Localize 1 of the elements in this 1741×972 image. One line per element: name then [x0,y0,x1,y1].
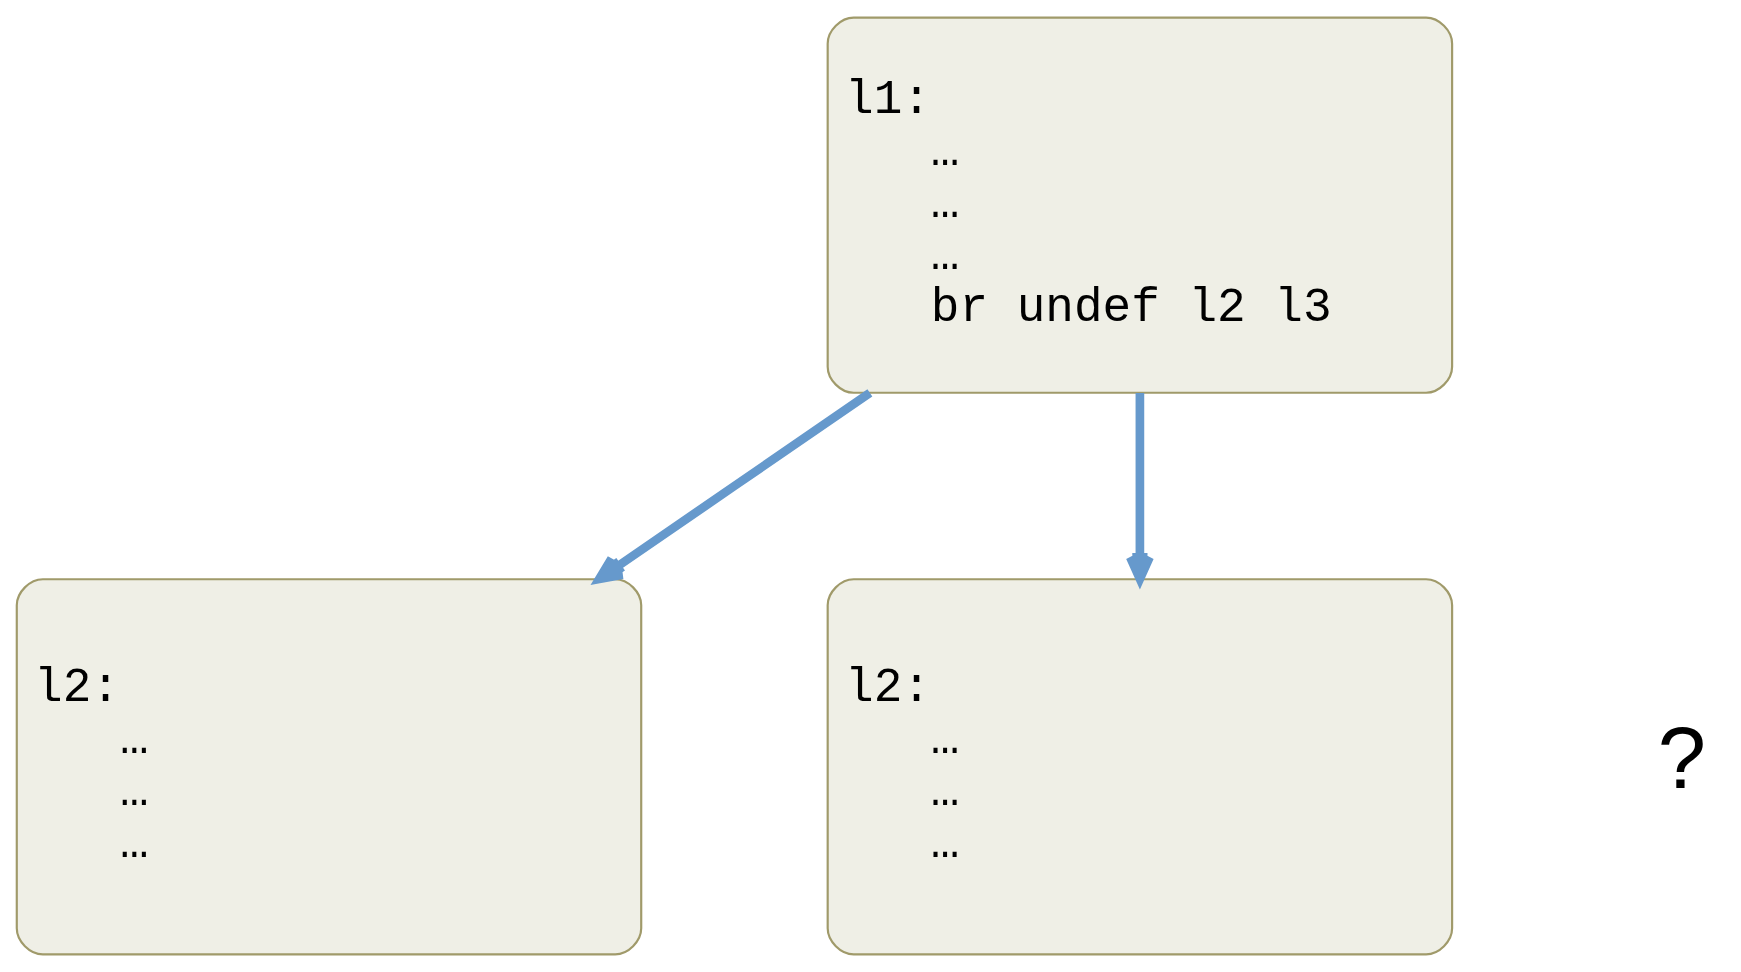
label: ? [1657,709,1707,807]
